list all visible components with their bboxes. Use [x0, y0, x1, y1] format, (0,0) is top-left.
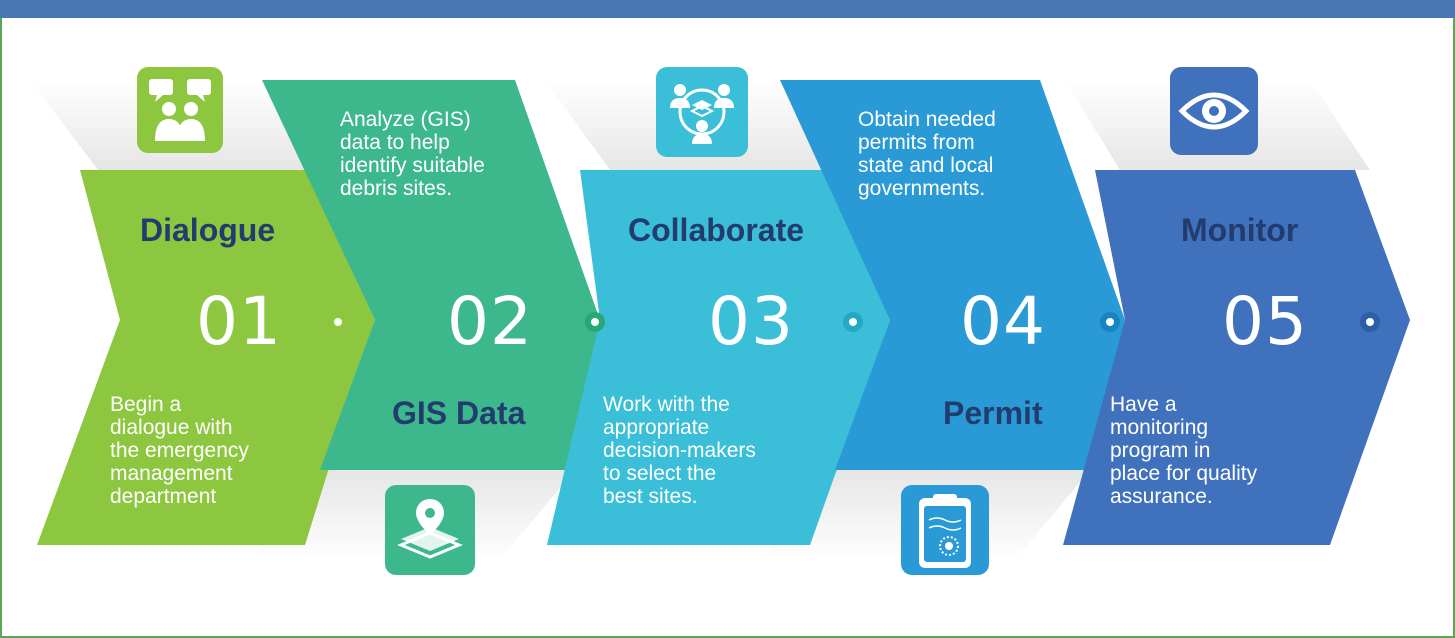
step-5-icon-tile	[1170, 67, 1258, 155]
step-3-icon-tile	[656, 67, 748, 157]
step-dot-2	[585, 312, 605, 332]
step-2-description: Analyze (GIS) data to help identify suit…	[340, 108, 485, 200]
step-3-number: 03	[708, 283, 794, 360]
step-1-description: Begin a dialogue with the emergency mana…	[110, 393, 249, 508]
collaboration-network-icon	[670, 84, 734, 144]
eye-icon	[1178, 92, 1250, 130]
step-4-chevron	[780, 80, 1125, 470]
step-5-title: Monitor	[1181, 212, 1299, 248]
step-2-title: GIS Data	[392, 395, 526, 431]
step-4-title: Permit	[943, 395, 1043, 431]
step-3-chevron	[547, 170, 890, 545]
step-1-icon-tile	[137, 67, 223, 153]
step-5-number: 05	[1222, 283, 1308, 360]
people-chat-icon	[149, 79, 211, 141]
step-5-chevron	[1063, 170, 1410, 545]
step-2-icon-tile	[385, 485, 475, 575]
clipboard-seal-icon	[919, 494, 971, 568]
step-4-description: Obtain needed permits from state and loc…	[858, 108, 996, 200]
step-1-title: Dialogue	[140, 212, 276, 248]
step-5-description: Have a monitoring program in place for q…	[1110, 393, 1258, 508]
step-2-number: 02	[447, 283, 533, 360]
step-dot-1	[328, 312, 348, 332]
step-3-title: Collaborate	[628, 212, 805, 248]
step-dot-3	[843, 312, 863, 332]
step-4-number: 04	[960, 283, 1046, 360]
step-dot-4	[1100, 312, 1120, 332]
step-3-description: Work with the appropriate decision-maker…	[603, 393, 756, 508]
map-layers-pin-icon	[397, 499, 463, 559]
step-1-chevron	[37, 170, 375, 545]
step-dot-5	[1360, 312, 1380, 332]
step-1-number: 01	[196, 283, 282, 360]
step-4-icon-tile	[901, 485, 989, 575]
step-2-chevron	[262, 80, 600, 470]
top-banner-bar	[0, 0, 1455, 18]
